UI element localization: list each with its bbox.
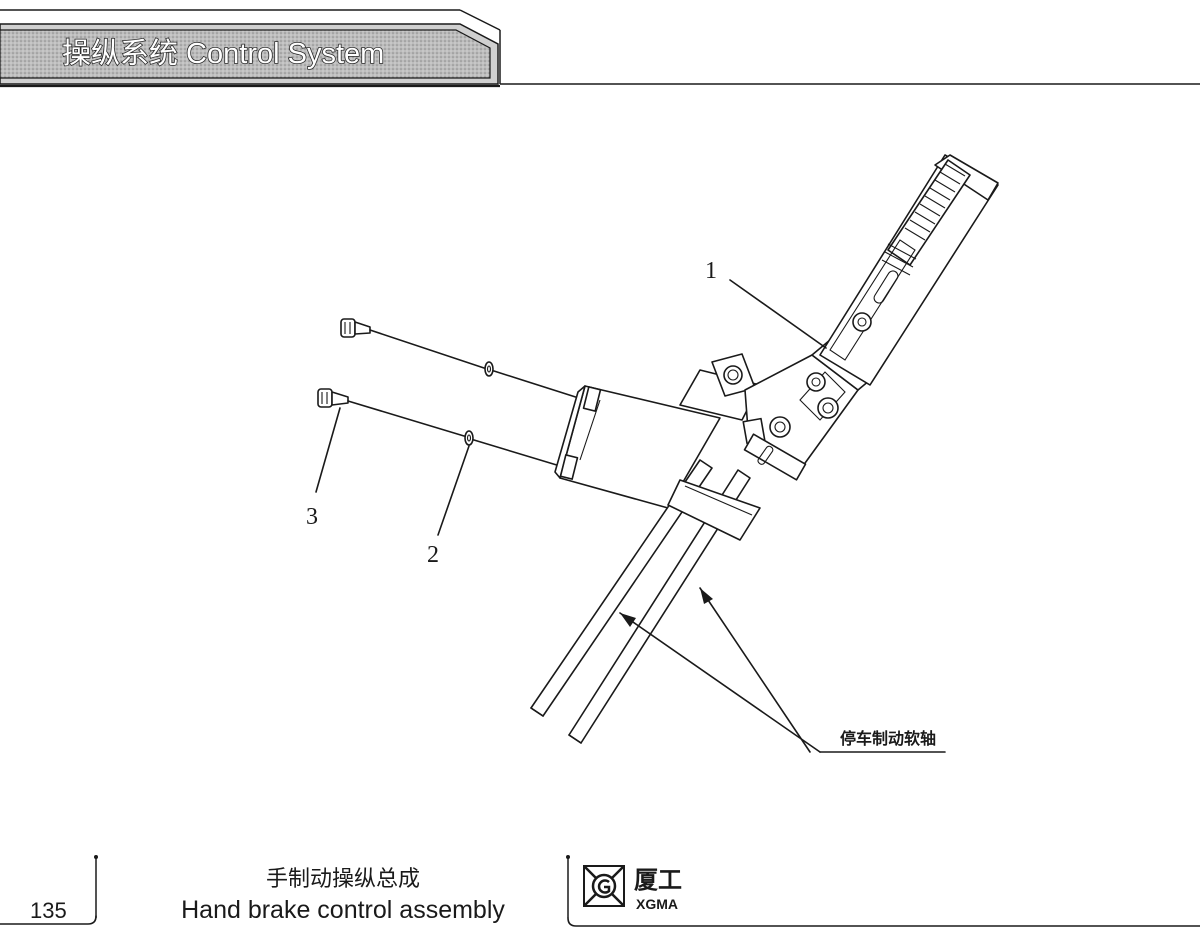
lower-washer [464,430,474,446]
page-number: 135 [30,898,67,923]
header-title: 操纵系统 Control System [62,37,384,70]
flexible-cable-right [568,469,751,744]
upper-bolt [340,318,485,369]
footer: 135 手制动操纵总成 Hand brake control assembly … [0,855,1200,927]
callout-leader-2 [437,445,470,536]
flexible-cable-left [530,459,713,717]
upper-washer-hole [486,365,492,373]
callout-3: 3 [306,504,318,530]
header-banner: 操纵系统 Control System [0,9,1200,88]
callout-1: 1 [705,258,717,284]
cable-clamp [667,479,761,541]
cable-label: 停车制动软轴 [840,729,936,748]
mounting-bracket [554,385,721,509]
lower-bolt-axis [473,439,561,467]
lever-housing [742,339,871,481]
upper-bolt-axis [493,370,586,401]
brand-name-en: XGMA [636,896,678,912]
footer-title-en: Hand brake control assembly [181,896,505,924]
callout-leader-3 [315,407,341,493]
cable-label-leader [619,587,946,753]
footer-title-cn: 手制动操纵总成 [266,867,420,892]
upper-washer [484,361,494,377]
lower-bolt [317,388,465,437]
brand-logo-icon [583,865,625,907]
brand-name-cn: 厦工 [634,866,682,894]
lower-washer-hole [466,434,472,442]
callout-2: 2 [427,542,439,568]
callout-leader-1 [729,279,827,349]
handle-lever [819,154,999,386]
